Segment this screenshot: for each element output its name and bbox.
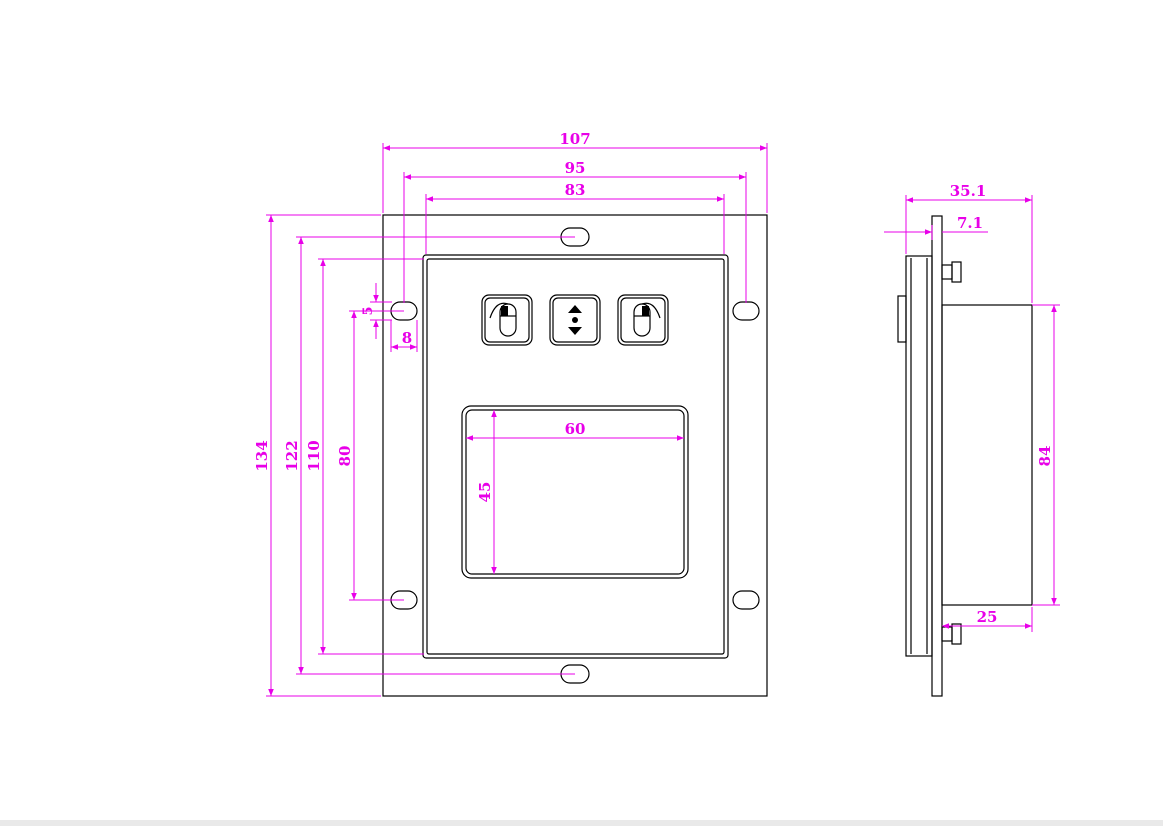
side-plate (931, 215, 943, 697)
touchpad-inner (465, 409, 685, 575)
dim-flange-depth: 7.1 (957, 214, 983, 232)
side-dimensions: 35.1 7.1 84 25 (884, 182, 1060, 632)
scroll-up-down-icon (568, 305, 582, 335)
scroll-button (549, 294, 601, 346)
dim-touchpad-height: 45 (476, 482, 494, 503)
dim-inner-panel-height: 110 (305, 440, 323, 471)
side-panel-front (905, 255, 933, 657)
dim-body-height: 84 (1036, 446, 1054, 467)
dim-hole-spacing-width: 95 (565, 159, 586, 177)
dim-overall-depth: 35.1 (950, 182, 987, 200)
inner-panel-outer (422, 254, 729, 659)
dim-slot-width: 8 (402, 329, 412, 347)
hole-bottom-right (732, 590, 760, 610)
dim-slot-spacing-height: 122 (283, 440, 301, 471)
mouse-left-click-icon (489, 302, 517, 337)
front-dimensions: 107 95 83 134 122 110 80 5 8 6 (253, 130, 768, 697)
side-body (941, 304, 1033, 606)
side-screw-bottom (941, 623, 962, 645)
front-plate-outline (382, 214, 768, 697)
left-click-button (481, 294, 533, 346)
dim-body-depth: 25 (977, 608, 998, 626)
side-screw-top (941, 261, 962, 283)
bottom-divider (0, 820, 1163, 826)
inner-panel-inner (426, 258, 725, 655)
dim-touchpad-width: 60 (565, 420, 586, 438)
dim-overall-height: 134 (253, 440, 271, 471)
side-button-protrusion (897, 295, 907, 343)
dim-inner-panel-width: 83 (565, 181, 586, 199)
hole-top-right (732, 301, 760, 321)
mouse-right-click-icon (633, 302, 661, 337)
side-view (897, 215, 1033, 697)
dim-slot-height: 5 (361, 306, 376, 315)
front-view (382, 214, 768, 697)
touchpad-outer (461, 405, 689, 579)
right-click-button (617, 294, 669, 346)
dim-hole-spacing-height: 80 (336, 446, 354, 467)
dim-overall-width: 107 (559, 130, 590, 148)
